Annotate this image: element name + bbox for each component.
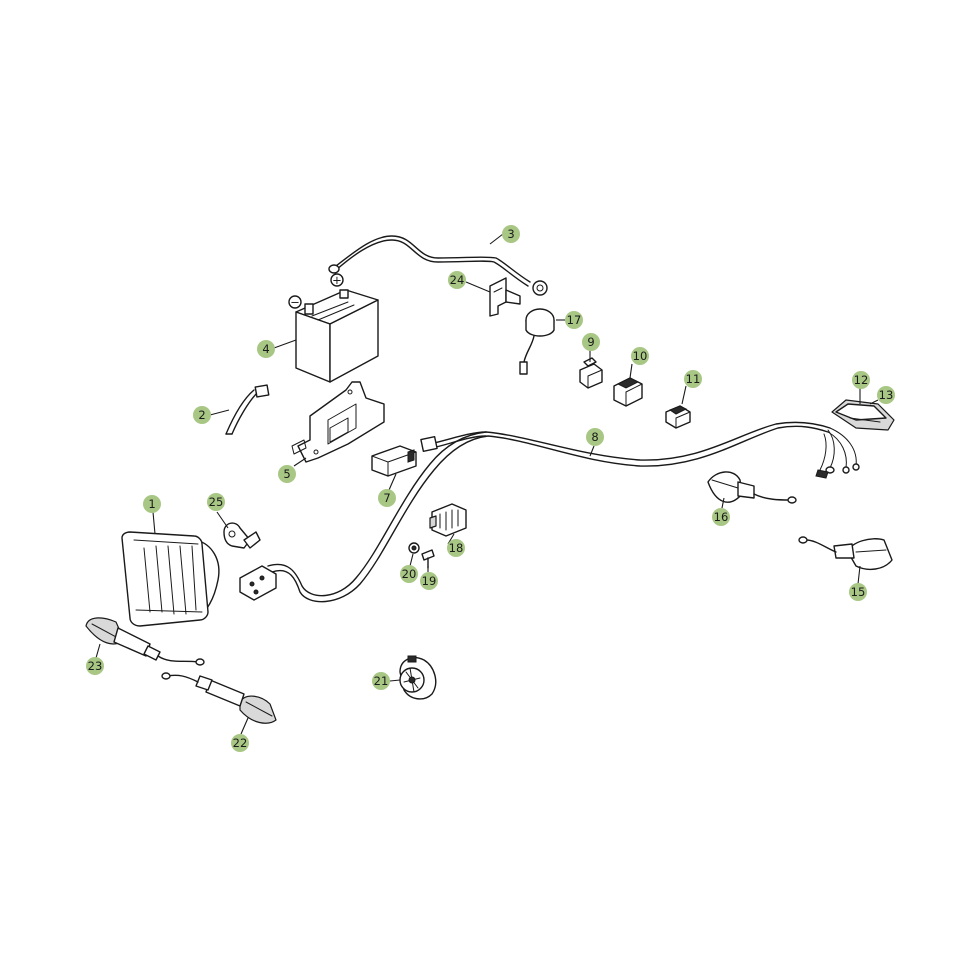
headlight — [121, 531, 220, 627]
callout-19: 19 — [420, 572, 438, 590]
battery-strap — [225, 384, 270, 435]
svg-text:25: 25 — [209, 495, 224, 509]
callout-18: 18 — [447, 539, 465, 557]
callout-24: 24 — [448, 271, 466, 289]
svg-text:4: 4 — [262, 342, 269, 356]
svg-text:20: 20 — [402, 567, 417, 581]
callout-25: 25 — [207, 493, 225, 511]
svg-text:12: 12 — [854, 373, 869, 387]
wiring-harness — [239, 421, 860, 603]
svg-text:15: 15 — [851, 585, 866, 599]
tail-light — [831, 399, 895, 431]
callout-5: 5 — [278, 465, 296, 483]
flasher-relay — [665, 405, 691, 429]
callout-1: 1 — [143, 495, 161, 513]
callout-8: 8 — [586, 428, 604, 446]
leader-lines — [95, 233, 879, 735]
positive-terminal-symbol: + — [332, 273, 342, 287]
svg-text:16: 16 — [714, 510, 729, 524]
svg-text:23: 23 — [88, 659, 103, 673]
svg-text:3: 3 — [507, 227, 514, 241]
callout-15: 15 — [849, 583, 867, 601]
callout-21: 21 — [372, 672, 390, 690]
callout-22: 22 — [231, 734, 249, 752]
svg-text:2: 2 — [198, 408, 205, 422]
svg-text:19: 19 — [422, 574, 437, 588]
cdi-unit — [371, 445, 417, 477]
callout-7: 7 — [378, 489, 396, 507]
svg-text:1: 1 — [148, 497, 155, 511]
negative-terminal-symbol: − — [290, 295, 300, 309]
callout-10: 10 — [631, 347, 649, 365]
relay — [613, 377, 643, 407]
turn-signal-front-left — [85, 617, 205, 666]
relay-small — [579, 357, 603, 389]
svg-text:22: 22 — [233, 736, 248, 750]
svg-text:17: 17 — [567, 313, 582, 327]
battery-tray — [291, 381, 385, 463]
callout-2: 2 — [193, 406, 211, 424]
callout-20: 20 — [400, 565, 418, 583]
horn — [519, 308, 555, 375]
svg-text:5: 5 — [283, 467, 290, 481]
callouts: 1 2 3 4 5 7 8 9 10 11 12 13 15 16 17 18 … — [86, 225, 895, 752]
callout-12: 12 — [852, 371, 870, 389]
turn-signal-front-right — [161, 672, 277, 724]
svg-text:8: 8 — [591, 430, 598, 444]
callout-9: 9 — [582, 333, 600, 351]
callout-17: 17 — [565, 311, 583, 329]
turn-signal-rear-right — [707, 471, 797, 504]
positive-terminal-icon — [330, 273, 344, 287]
callout-13: 13 — [877, 386, 895, 404]
battery: − + — [288, 273, 379, 383]
svg-text:9: 9 — [587, 335, 594, 349]
svg-text:24: 24 — [450, 273, 465, 287]
callout-16: 16 — [712, 508, 730, 526]
battery-cable — [328, 235, 548, 296]
svg-text:21: 21 — [374, 674, 389, 688]
callout-23: 23 — [86, 657, 104, 675]
svg-text:11: 11 — [686, 372, 701, 386]
negative-terminal-icon — [288, 295, 302, 309]
callout-4: 4 — [257, 340, 275, 358]
svg-text:18: 18 — [449, 541, 464, 555]
callout-3: 3 — [502, 225, 520, 243]
bracket — [489, 277, 521, 317]
svg-text:10: 10 — [633, 349, 648, 363]
svg-text:7: 7 — [383, 491, 390, 505]
svg-text:13: 13 — [879, 388, 894, 402]
callout-11: 11 — [684, 370, 702, 388]
headlight-bulb — [223, 522, 261, 549]
turn-signal-rear-left — [798, 536, 893, 571]
rubber-grommet — [399, 655, 437, 700]
regulator — [429, 503, 467, 537]
